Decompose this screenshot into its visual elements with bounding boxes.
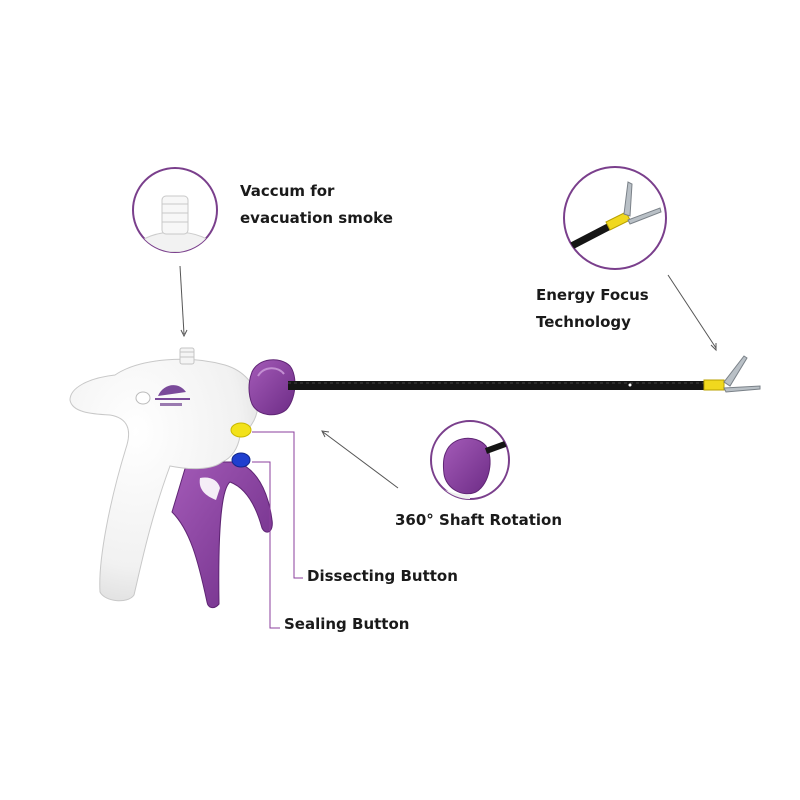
rotation-knob (248, 359, 296, 416)
sealing-button-label: Sealing Button (284, 615, 410, 633)
energy-focus-label: Energy Focus Technology (536, 282, 649, 336)
dissecting-button (230, 422, 252, 438)
handpiece (69, 347, 273, 609)
inset-rotation-knob (430, 420, 510, 500)
inset-vacuum (132, 167, 218, 253)
inset-jaw (563, 166, 667, 270)
sealing-button (231, 452, 251, 468)
shaft-rotation-label: 360° Shaft Rotation (395, 511, 562, 529)
leader-lines (252, 431, 303, 629)
pointer-lines (179, 265, 717, 489)
energy-focus-label-line1: Energy Focus (536, 286, 649, 304)
energy-focus-label-line2: Technology (536, 313, 631, 331)
dissecting-button-label: Dissecting Button (307, 567, 458, 585)
jaw-tip (703, 355, 761, 393)
vacuum-port (179, 347, 195, 365)
vaccum-label-line1: Vaccum for (240, 182, 335, 200)
shaft (288, 381, 708, 390)
vaccum-label-line2: evacuation smoke (240, 209, 393, 227)
handpiece-body (69, 358, 259, 602)
brand-logo (135, 385, 190, 406)
vaccum-label: Vaccum for evacuation smoke (240, 178, 393, 232)
trigger (171, 458, 273, 609)
